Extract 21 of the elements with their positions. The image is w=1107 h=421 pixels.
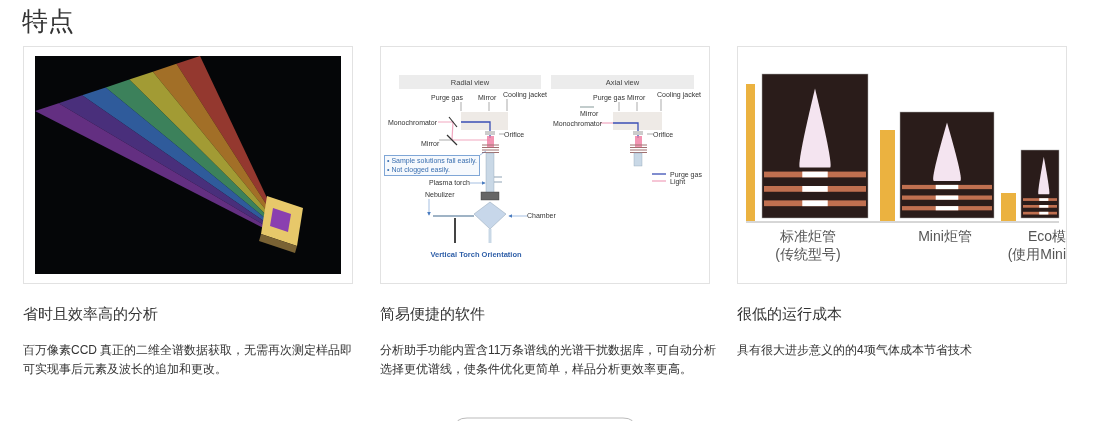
leader-line	[618, 101, 620, 112]
leader-line	[498, 133, 505, 135]
leader-line	[636, 101, 638, 112]
note-box	[384, 155, 480, 176]
section-title: 特点	[22, 5, 74, 38]
leader-line	[460, 101, 462, 112]
leader-line	[506, 98, 508, 112]
torch-caption: Mini炬管	[917, 227, 973, 245]
feature-description: 分析助手功能内置含11万条谱线的光谱干扰数据库，可自动分析选择更优谱线，使条件优化更简单，样品分析更效率更高。	[380, 342, 718, 378]
leader-line	[646, 133, 654, 135]
feature-description: 具有很大进步意义的的4项气体成本节省技术	[737, 342, 973, 359]
feature-description: 百万像素CCD 真正的二维全谱数据获取，无需再次测定样品即可实现事后元素及波长的追加和更改。	[23, 342, 354, 378]
torch-caption: 标准炬管 (传统型号)	[774, 227, 842, 263]
leader-line	[438, 139, 452, 141]
leader-line	[479, 150, 487, 156]
leader-line	[660, 98, 662, 112]
leader-line	[488, 101, 490, 112]
feature-heading: 简易便捷的软件	[380, 305, 485, 324]
feature-heading: 很低的运行成本	[737, 305, 842, 324]
feature-heading: 省时且效率高的分析	[23, 305, 158, 324]
torch-caption: Eco模 (使用Mini	[1006, 227, 1066, 263]
